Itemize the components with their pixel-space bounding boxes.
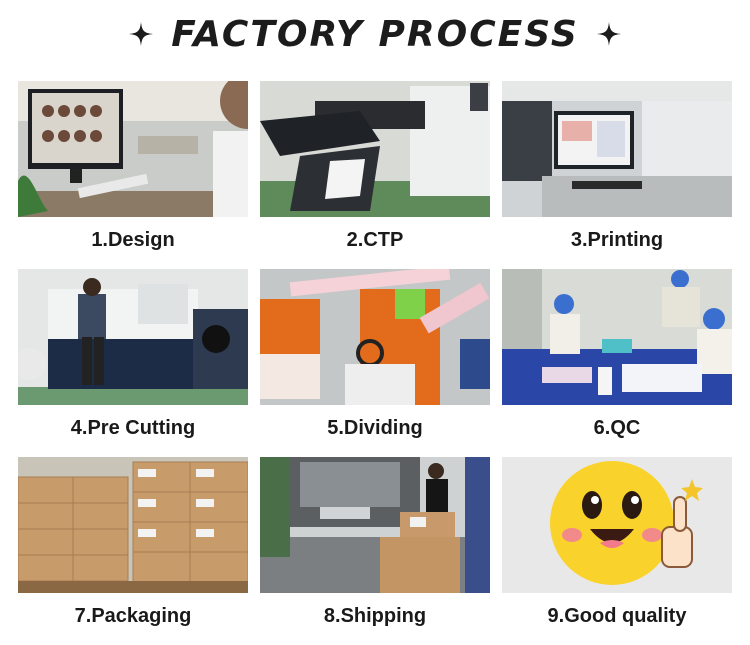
printing-machine-photo: [502, 81, 732, 217]
shipping-truck-photo: [260, 457, 490, 593]
page-header: FACTORY PROCESS: [0, 10, 750, 58]
step-label: 4.Pre Cutting: [70, 417, 196, 439]
step-label: 2.CTP: [346, 229, 404, 251]
dividing-machine-photo: [260, 269, 490, 405]
process-step-printing: 3.Printing: [502, 81, 732, 269]
ctp-machine-photo: [260, 81, 490, 217]
step-label: 1.Design: [91, 229, 175, 251]
step-label: 5.Dividing: [327, 417, 423, 439]
page-title: FACTORY PROCESS: [171, 13, 579, 55]
process-step-design: 1.Design: [18, 81, 248, 269]
process-step-ctp: 2.CTP: [260, 81, 490, 269]
step-label: 7.Packaging: [74, 605, 192, 627]
process-step-good-quality: 9.Good quality: [502, 457, 732, 645]
quality-check-workers-photo: [502, 269, 732, 405]
step-label: 8.Shipping: [323, 605, 427, 627]
process-step-packaging: 7.Packaging: [18, 457, 248, 645]
thumbs-up-emoji-image: [502, 457, 732, 593]
process-step-dividing: 5.Dividing: [260, 269, 490, 457]
step-label: 9.Good quality: [547, 605, 687, 627]
designer-at-computer-photo: [18, 81, 248, 217]
process-grid: 1.Design 2.CTP: [18, 81, 732, 645]
process-step-qc: 6.QC: [502, 269, 732, 457]
process-step-pre-cutting: 4.Pre Cutting: [18, 269, 248, 457]
pre-cutting-machine-photo: [18, 269, 248, 405]
step-label: 6.QC: [593, 417, 641, 439]
packed-cartons-photo: [18, 457, 248, 593]
sparkle-icon: [129, 22, 154, 46]
process-step-shipping: 8.Shipping: [260, 457, 490, 645]
step-label: 3.Printing: [570, 229, 664, 251]
sparkle-icon: [596, 22, 621, 46]
